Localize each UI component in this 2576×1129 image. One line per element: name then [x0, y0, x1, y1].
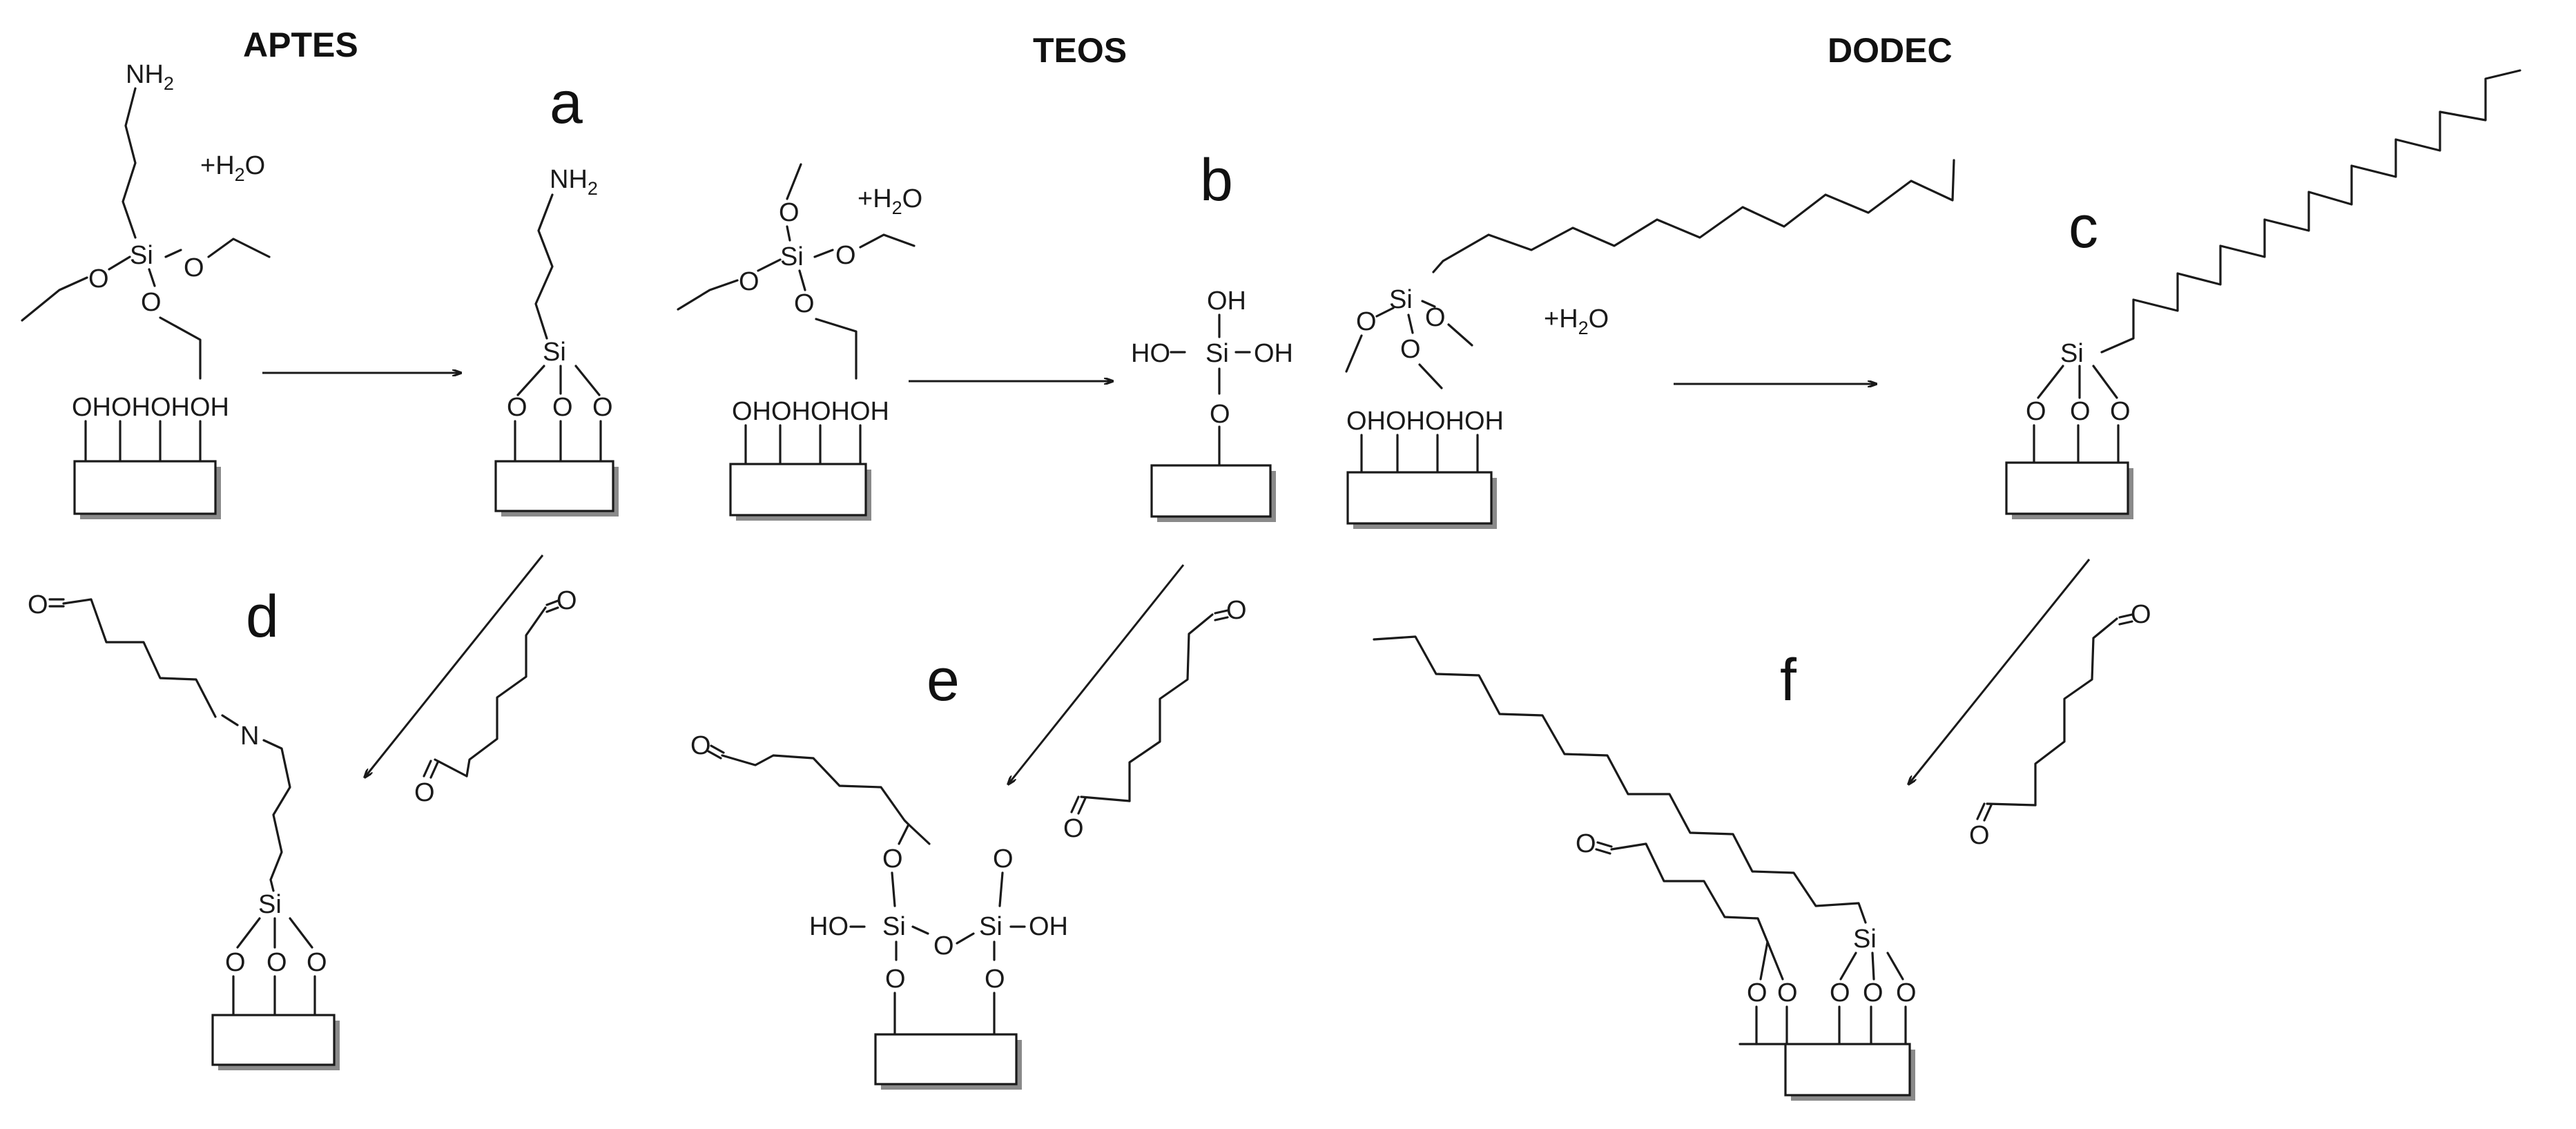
si-label: Si	[2060, 339, 2084, 368]
o-label: O	[1210, 400, 1230, 429]
o-label: O	[993, 845, 1014, 874]
o-label: O	[1777, 978, 1798, 1007]
panel-label-c: c	[2069, 194, 2098, 260]
substrate-oh-2: OHOHOHOH	[729, 397, 889, 521]
si-label: Si	[543, 338, 566, 367]
si-label: Si	[1853, 925, 1877, 954]
o-label: O	[690, 731, 711, 760]
o-label: O	[885, 965, 906, 994]
oh-label: OH	[1029, 912, 1068, 941]
o-label: O	[1226, 596, 1247, 625]
si-label: Si	[780, 242, 804, 271]
o-label: O	[507, 393, 527, 422]
si-label: Si	[1389, 285, 1413, 314]
nh2-label: NH2	[550, 165, 598, 199]
o-label: O	[267, 948, 287, 977]
o-label: O	[1863, 978, 1883, 1007]
oh-row: OHOHOHOH	[732, 397, 889, 426]
o-label: O	[1425, 303, 1446, 332]
water-label: +H2O	[200, 151, 265, 185]
panel-label-f: f	[1780, 647, 1797, 713]
product-d: O N Si O O O	[28, 590, 340, 1070]
o-label: O	[739, 267, 759, 296]
water-label: +H2O	[1544, 305, 1609, 338]
o-label: O	[1576, 829, 1596, 858]
o-label: O	[882, 845, 903, 874]
o-label: O	[2026, 397, 2046, 426]
o-label: O	[2110, 397, 2131, 426]
oh-label: OH	[1207, 287, 1246, 316]
o-label: O	[552, 393, 573, 422]
product-b: OH HO Si OH O	[1131, 287, 1293, 522]
o-label: O	[307, 948, 327, 977]
o-label: O	[1400, 335, 1421, 364]
ho-label: HO	[1131, 339, 1170, 368]
product-a: NH2 Si O O O	[494, 165, 619, 517]
product-e: O O O HO Si O Si OH O O	[690, 731, 1068, 1090]
aptes-reactant: NH2 Si O O O +H2O	[21, 60, 271, 380]
o-label: O	[184, 253, 204, 282]
product-f: Si O O O O O O	[1373, 635, 1917, 1101]
ho-label: HO	[809, 912, 849, 941]
si-label: Si	[1205, 339, 1229, 368]
si-label: Si	[882, 912, 906, 941]
o-label: O	[1063, 814, 1084, 843]
dodec-reactant: Si O O O +H2O	[1345, 159, 1955, 389]
o-label: O	[1747, 978, 1768, 1007]
substrate-oh-3: OHOHOHOH	[1346, 407, 1504, 529]
o-label: O	[794, 289, 815, 318]
water-label: +H2O	[858, 184, 922, 218]
header-aptes: APTES	[243, 26, 358, 64]
product-c: Si O O O	[2005, 69, 2521, 519]
si-label: Si	[258, 890, 282, 919]
substrate-oh-1: OHOHOHOH	[72, 393, 229, 519]
glutaraldehyde-1: O O	[414, 586, 577, 807]
oh-row: OHOHOHOH	[72, 393, 229, 422]
o-label: O	[1830, 978, 1850, 1007]
o-label: O	[225, 948, 246, 977]
header-teos: TEOS	[1033, 31, 1127, 70]
oh-label: OH	[1254, 339, 1293, 368]
panel-label-d: d	[246, 583, 279, 650]
o-label: O	[141, 288, 162, 317]
o-label: O	[779, 198, 800, 227]
o-label: O	[835, 241, 856, 270]
si-label: Si	[979, 912, 1003, 941]
o-label: O	[933, 932, 954, 961]
o-label: O	[1969, 821, 1990, 850]
o-label: O	[2070, 397, 2091, 426]
panel-label-e: e	[927, 647, 960, 713]
panel-label-a: a	[550, 70, 583, 136]
reaction-arrow	[1908, 559, 2091, 784]
reaction-arrow	[365, 554, 544, 778]
o-label: O	[592, 393, 613, 422]
o-label: O	[556, 586, 577, 615]
header-dodec: DODEC	[1828, 31, 1953, 70]
n-label: N	[240, 722, 259, 751]
nh2-label: NH2	[126, 60, 174, 94]
o-label: O	[28, 590, 48, 619]
panel-label-b: b	[1200, 147, 1233, 213]
glutaraldehyde-2: O O	[1063, 596, 1247, 843]
teos-reactant: O Si O O O +H2O	[677, 163, 922, 380]
o-label: O	[88, 264, 109, 293]
o-label: O	[1356, 307, 1377, 336]
o-label: O	[985, 965, 1005, 994]
oh-row: OHOHOHOH	[1346, 407, 1504, 436]
glutaraldehyde-3: O O	[1969, 600, 2151, 850]
reaction-arrow	[1008, 564, 1185, 784]
si-label: Si	[130, 241, 153, 270]
o-label: O	[414, 778, 435, 807]
o-label: O	[1896, 978, 1917, 1007]
o-label: O	[2131, 600, 2151, 629]
